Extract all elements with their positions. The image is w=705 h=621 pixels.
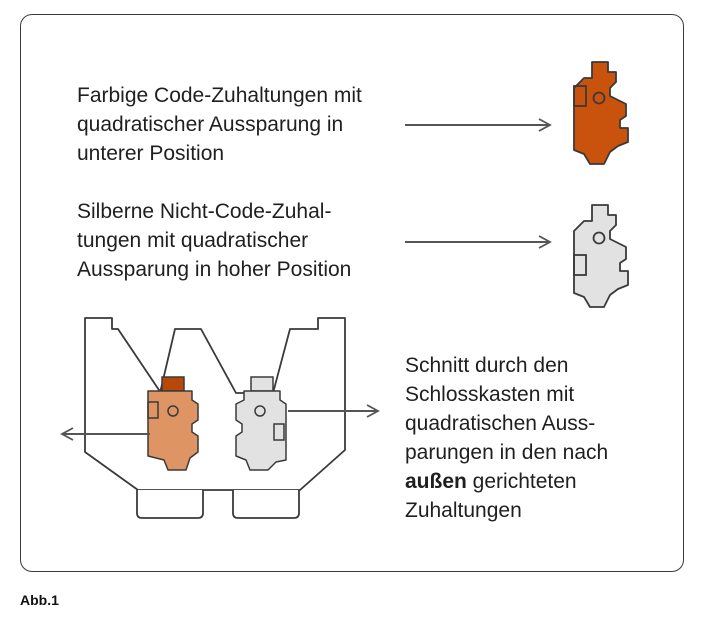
figure-frame [20,14,684,572]
lock-case-section [60,317,380,519]
label-silver-noncode-pins: Silberne Nicht-Code-Zuhal- tungen mit qu… [77,200,352,281]
emphasis-outward: außen [405,470,467,493]
figure-caption: Abb.1 [20,592,59,608]
section-silver-pin-icon [235,376,287,471]
label-section-lock-case: Schnitt durch den Schlosskasten mit quad… [405,354,609,522]
silver-noncode-pin-icon [573,204,629,308]
section-colored-pin-icon [147,376,199,471]
colored-code-pin-icon [573,61,629,165]
label-colored-code-pins: Farbige Code-Zuhaltungen mit quadratisch… [77,84,362,165]
